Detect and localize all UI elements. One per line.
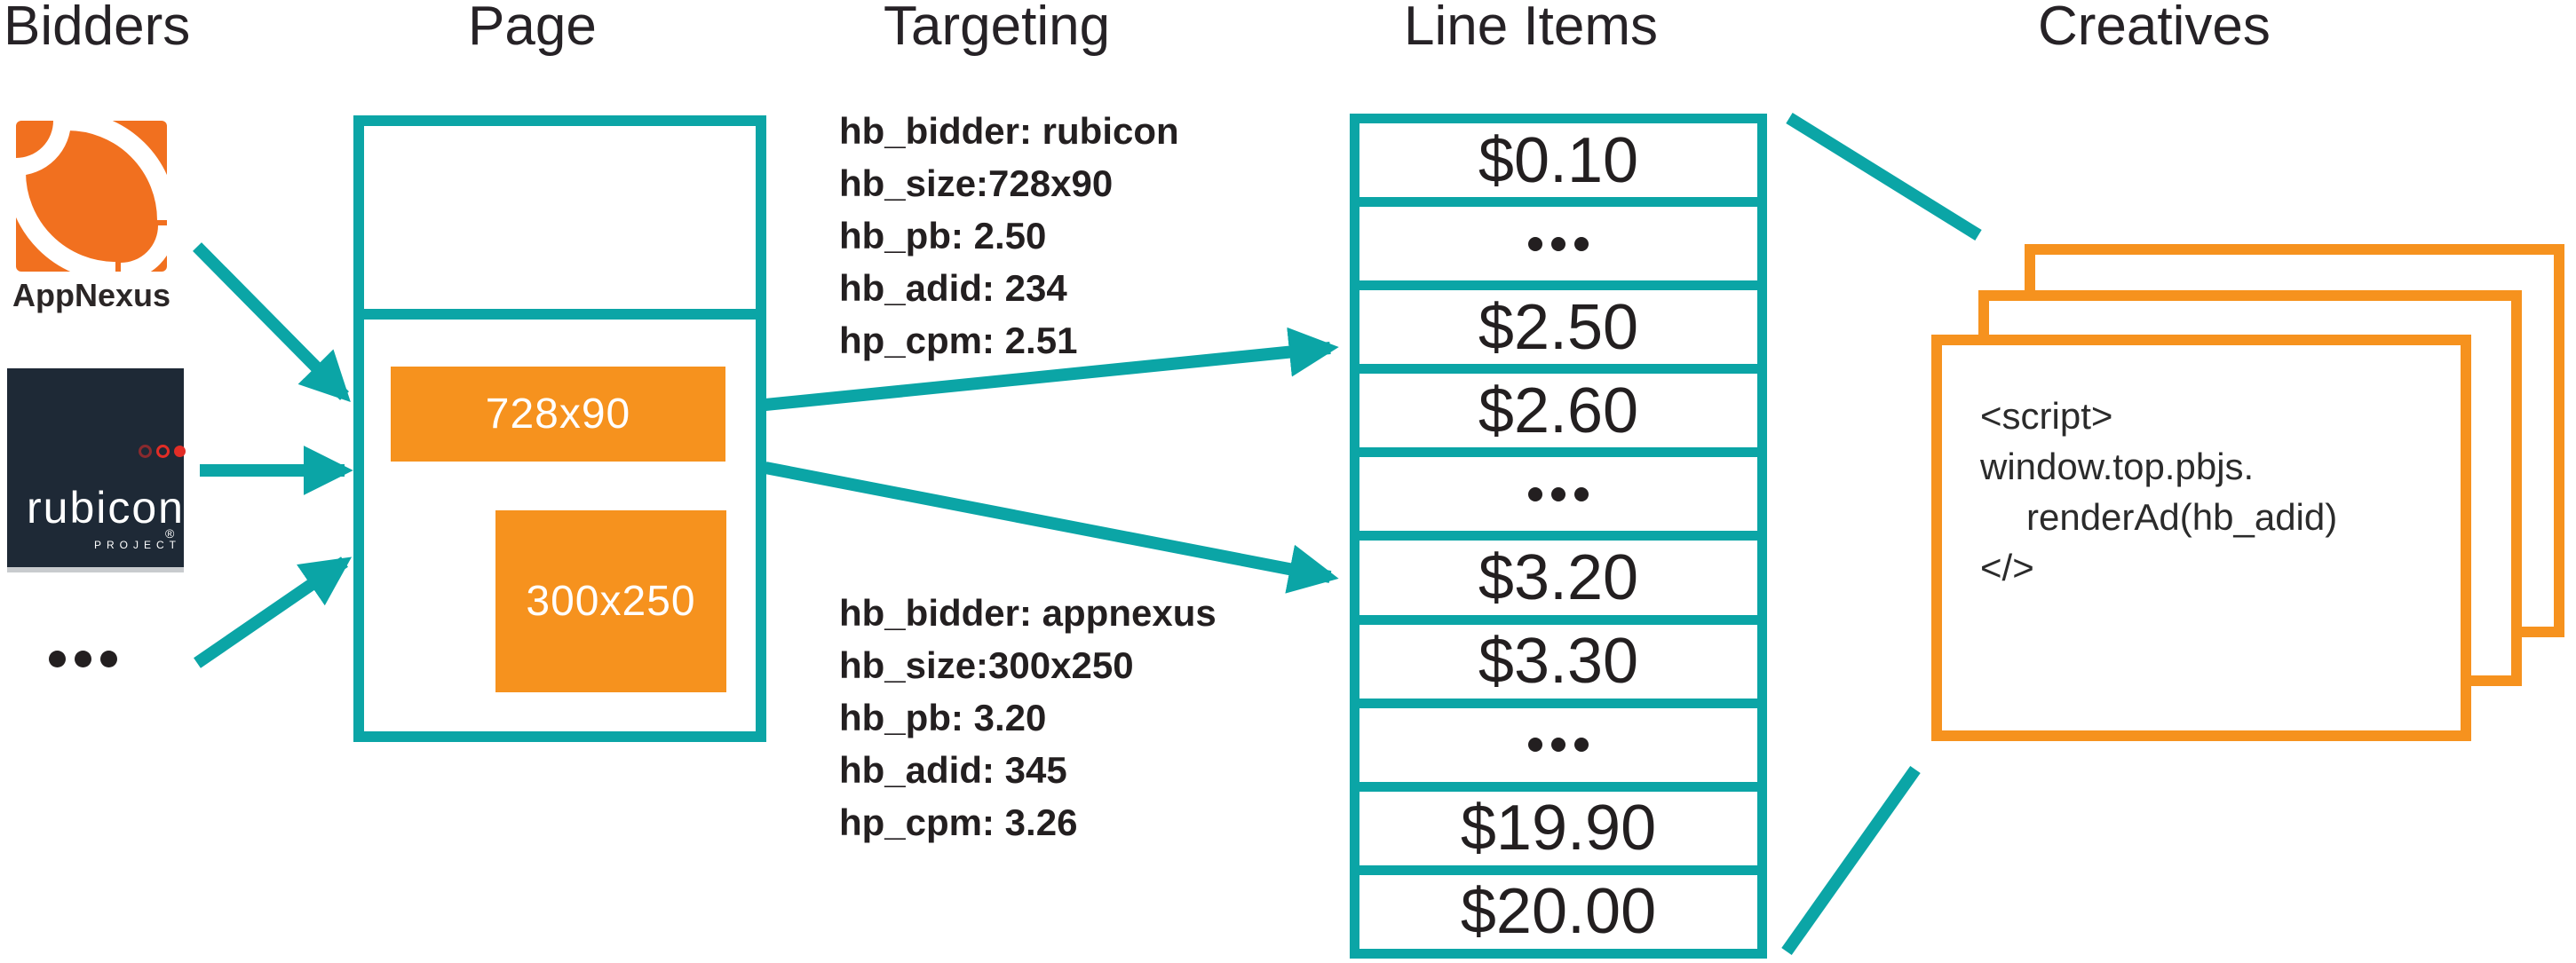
ad-slot-300x250-label: 300x250: [526, 578, 696, 625]
targeting-line: hb_bidder: appnexus: [839, 592, 1217, 634]
line-item-row-ellipsis: [1359, 207, 1757, 281]
targeting-line: hb_adid: 345: [839, 749, 1067, 791]
targeting-line: hb_bidder: rubicon: [839, 110, 1179, 152]
arrow-otherbidders-to-page: [194, 556, 353, 668]
appnexus-logo-icon: [16, 120, 167, 272]
targeting-kv-rubicon: hb_bidder: rubicon hb_size:728x90 hb_pb: 2…: [839, 105, 1179, 367]
line-items-table: $0.10 $2.50 $2.60 $3.20 $3.30 $19.90 $20.00: [1350, 114, 1767, 959]
line-item-row: $19.90: [1359, 791, 1757, 865]
line-item-price: $19.90: [1460, 793, 1657, 864]
line-item-row: $20.00: [1359, 874, 1757, 949]
rubicon-registered-mark: ®: [165, 526, 175, 541]
targeting-kv-appnexus: hb_bidder: appnexus hb_size:300x250 hb_pb:…: [839, 587, 1217, 849]
bidders-ellipsis: [49, 651, 117, 667]
rubicon-logo: rubicon ® PROJECT: [7, 368, 186, 572]
targeting-line: hb_size:300x250: [839, 644, 1134, 686]
connector-lineitems-to-creatives-bottom: [1781, 765, 1921, 956]
ad-slot-300x250: 300x250: [495, 510, 726, 692]
script-line: <script>: [1980, 395, 2113, 437]
line-item-row: $3.20: [1359, 541, 1757, 615]
line-item-row: $0.10: [1359, 123, 1757, 198]
line-item-price: $0.10: [1478, 124, 1639, 196]
column-title-page: Page: [468, 0, 597, 57]
ad-slot-728x90-label: 728x90: [485, 391, 631, 438]
column-title-bidders: Bidders: [4, 0, 191, 57]
script-line: window.top.pbjs.: [1980, 446, 2255, 487]
targeting-line: hb_pb: 3.20: [839, 697, 1047, 738]
line-item-row-ellipsis: [1359, 707, 1757, 782]
creative-card-front: [1931, 335, 2471, 741]
ellipsis-icon: [1528, 236, 1589, 251]
targeting-line: hb_pb: 2.50: [839, 215, 1047, 257]
line-item-row: $2.60: [1359, 374, 1757, 448]
rubicon-dots-icon: [139, 445, 186, 458]
targeting-line: hb_size:728x90: [839, 162, 1114, 204]
rubicon-wordmark: rubicon: [27, 483, 185, 533]
column-title-line-items: Line Items: [1404, 0, 1659, 57]
targeting-line: hp_cpm: 3.26: [839, 801, 1078, 843]
ad-slot-728x90: 728x90: [391, 367, 725, 462]
line-item-row: $2.50: [1359, 290, 1757, 365]
appnexus-label: AppNexus: [12, 277, 171, 313]
script-line: renderAd(hb_adid): [2026, 496, 2338, 538]
line-item-price: $3.30: [1478, 626, 1639, 698]
line-item-price: $20.00: [1460, 876, 1657, 948]
line-item-price: $2.60: [1478, 375, 1639, 446]
ellipsis-icon: [1528, 738, 1589, 753]
ellipsis-icon: [1528, 486, 1589, 501]
rubicon-project-label: PROJECT: [94, 539, 182, 551]
script-line: </>: [1980, 547, 2034, 588]
creative-script-code: <script> window.top.pbjs. renderAd(hb_adid…: [1980, 391, 2337, 593]
line-item-price: $3.20: [1478, 542, 1639, 614]
arrow-appnexus-to-page: [193, 242, 351, 402]
line-item-row-ellipsis: [1359, 457, 1757, 532]
line-item-price: $2.50: [1478, 291, 1639, 363]
line-item-row: $3.30: [1359, 624, 1757, 699]
column-title-creatives: Creatives: [2038, 0, 2271, 57]
column-title-targeting: Targeting: [884, 0, 1111, 57]
targeting-line: hp_cpm: 2.51: [839, 320, 1078, 361]
targeting-line: hb_adid: 234: [839, 267, 1067, 309]
arrow-page-to-lineitem-320: [764, 462, 1339, 594]
connector-lineitems-to-creatives-top: [1786, 113, 1982, 241]
page-header-divider: [353, 309, 766, 320]
